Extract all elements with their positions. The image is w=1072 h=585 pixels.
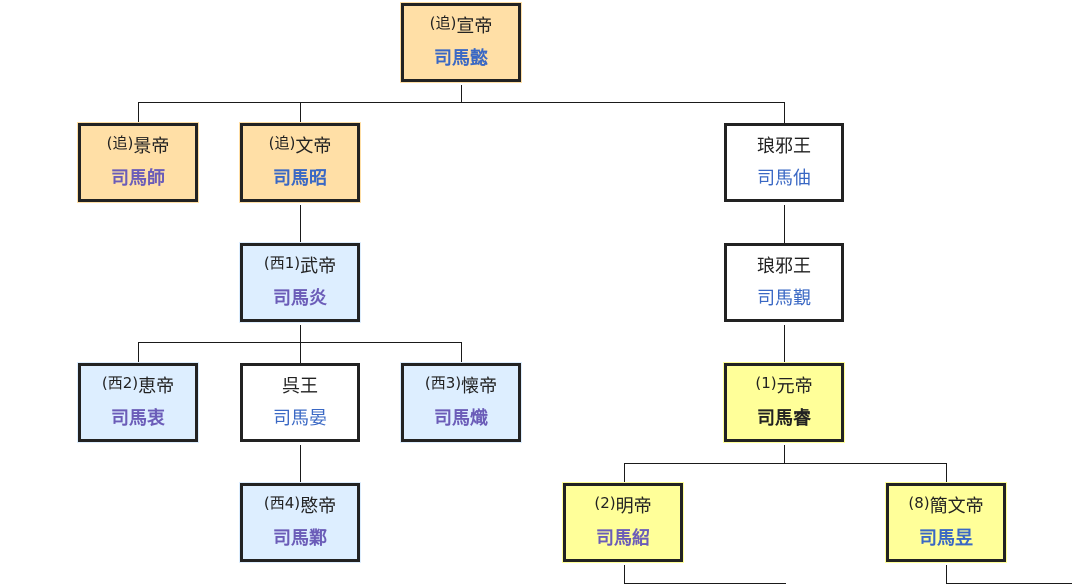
node-huai-di: (西3)懐帝 司馬熾 — [401, 363, 521, 442]
node-langya-wang-jin: 琅邪王 司馬覲 — [724, 243, 844, 322]
node-prefix: (追) — [106, 133, 134, 152]
connector — [624, 463, 625, 483]
connector — [624, 565, 625, 583]
connector — [138, 102, 139, 123]
node-name: 司馬衷 — [111, 407, 165, 429]
node-min-di: (西4)愍帝 司馬鄴 — [240, 483, 360, 562]
node-langya-wang-zhou: 琅邪王 司馬伷 — [724, 123, 844, 202]
connector — [624, 463, 947, 464]
node-title: 元帝 — [776, 375, 813, 397]
node-hui-di: (西2)恵帝 司馬衷 — [78, 363, 198, 442]
connector — [461, 85, 462, 102]
node-wu-di: (西1)武帝 司馬炎 — [240, 243, 360, 322]
node-title: 武帝 — [300, 255, 337, 277]
node-title: 愍帝 — [300, 495, 337, 517]
node-name: 司馬懿 — [434, 47, 488, 69]
node-title: 琅邪王 — [757, 135, 811, 157]
node-title: 懐帝 — [461, 375, 498, 397]
node-name: 司馬昭 — [273, 167, 327, 189]
node-prefix: (西1) — [263, 253, 301, 272]
node-jianwen-di: (8)簡文帝 司馬昱 — [886, 483, 1006, 562]
node-yuan-di: (1)元帝 司馬睿 — [724, 363, 844, 442]
node-wen-di: (追)文帝 司馬昭 — [240, 123, 360, 202]
node-name: 司馬覲 — [757, 287, 811, 309]
connector — [784, 445, 785, 463]
node-prefix: (2) — [594, 493, 616, 512]
connector — [624, 583, 786, 584]
connector — [946, 565, 947, 583]
node-title: 文帝 — [295, 135, 332, 157]
node-ming-di: (2)明帝 司馬紹 — [563, 483, 683, 562]
connector — [784, 205, 785, 243]
node-name: 司馬炎 — [273, 287, 327, 309]
connector — [946, 463, 947, 483]
connector — [300, 445, 301, 483]
node-name: 司馬熾 — [434, 407, 488, 429]
node-title: 呉王 — [282, 375, 318, 397]
node-prefix: (1) — [755, 373, 777, 392]
node-prefix: (西2) — [101, 373, 139, 392]
connector — [461, 342, 462, 363]
node-name: 司馬晏 — [273, 407, 327, 429]
node-name: 司馬伷 — [757, 167, 811, 189]
node-name: 司馬昱 — [919, 527, 973, 549]
node-title: 宣帝 — [456, 15, 493, 37]
node-wu-wang: 呉王 司馬晏 — [240, 363, 360, 442]
connector — [300, 342, 301, 363]
connector — [300, 325, 301, 342]
node-prefix: (西4) — [263, 493, 301, 512]
node-prefix: (8) — [908, 493, 930, 512]
node-prefix: (西3) — [424, 373, 462, 392]
node-jing-di: (追)景帝 司馬師 — [78, 123, 198, 202]
node-title: 景帝 — [133, 135, 170, 157]
node-prefix: (追) — [429, 13, 457, 32]
node-name: 司馬師 — [111, 167, 165, 189]
connector — [138, 102, 785, 103]
node-name: 司馬紹 — [596, 527, 650, 549]
connector — [946, 583, 1072, 584]
node-name: 司馬鄴 — [273, 527, 327, 549]
node-name: 司馬睿 — [757, 407, 811, 429]
connector — [138, 342, 139, 363]
connector — [300, 205, 301, 243]
node-title: 恵帝 — [138, 375, 175, 397]
connector — [784, 325, 785, 363]
node-title: 簡文帝 — [929, 495, 984, 517]
connector — [300, 102, 301, 123]
node-title: 明帝 — [615, 495, 652, 517]
node-prefix: (追) — [268, 133, 296, 152]
connector — [784, 102, 785, 123]
node-title: 琅邪王 — [757, 255, 811, 277]
node-xuan-di: (追)宣帝 司馬懿 — [401, 3, 521, 82]
